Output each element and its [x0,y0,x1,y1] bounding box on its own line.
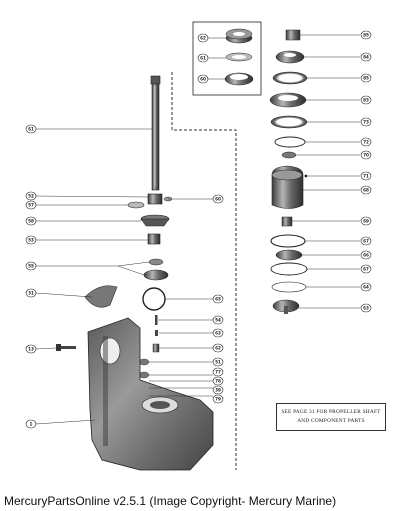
svg-text:83: 83 [363,98,369,103]
studs-and-pins [138,315,160,392]
svg-text:84: 84 [363,55,369,60]
svg-text:78: 78 [215,379,221,384]
svg-text:31: 31 [28,291,34,296]
housing-bolt [56,344,76,351]
callout-r2: 84 [360,52,372,62]
svg-text:1: 1 [30,422,33,427]
svg-text:54: 54 [215,318,221,323]
callouts-center: 60 65 54 63 62 51 77 78 39 79 [212,194,224,404]
callout-i3: 60 [197,74,209,84]
svg-text:62: 62 [200,36,206,41]
pinion-gear-assembly [127,193,173,281]
callout-r8: 71 [360,171,372,181]
svg-text:63: 63 [215,331,221,336]
svg-text:72: 72 [363,140,369,145]
callouts-inset: 62 61 60 [197,33,209,84]
see-page-note: SEE PAGE 31 FOR PROPELLER SHAFT AND COMP… [276,403,386,431]
svg-text:64: 64 [363,285,369,290]
svg-text:51: 51 [215,360,221,365]
svg-text:52: 52 [28,194,34,199]
callout-r9: 68 [360,185,372,195]
leader-lines [35,34,360,425]
callout-l5: 53 [25,235,37,245]
svg-text:62: 62 [215,346,221,351]
callout-l6: 55 [25,261,37,271]
callout-r6: 72 [360,137,372,147]
callout-c8: 78 [212,376,224,386]
callout-c2: 65 [212,294,224,304]
callouts-right: 85 84 85 83 73 72 70 71 68 69 67 66 67 6… [360,30,372,313]
callout-l4: 58 [25,216,37,226]
svg-text:58: 58 [28,219,34,224]
callout-l3: 57 [25,200,37,210]
callout-r5: 73 [360,117,372,127]
callout-l2: 52 [25,191,37,201]
callout-r1: 85 [360,30,372,40]
callout-l8: 13 [25,344,37,354]
callout-l7: 31 [25,288,37,298]
note-line-1: SEE PAGE 31 FOR PROPELLER SHAFT [281,409,381,415]
svg-text:61: 61 [200,56,206,61]
callout-r12: 66 [360,250,372,260]
callouts-left: 61 52 57 58 53 55 31 13 1 [25,124,37,429]
svg-text:13: 13 [28,347,34,352]
callout-r10: 69 [360,216,372,226]
callout-c6: 51 [212,357,224,367]
callout-r4: 83 [360,95,372,105]
svg-text:67: 67 [363,267,369,272]
image-caption: MercuryPartsOnline v2.5.1 (Image Copyrig… [4,494,337,508]
svg-text:68: 68 [363,188,369,193]
callout-r13: 67 [360,264,372,274]
callout-r11: 67 [360,236,372,246]
svg-text:63: 63 [363,306,369,311]
svg-text:85: 85 [363,33,369,38]
svg-text:70: 70 [363,153,369,158]
callout-c7: 77 [212,367,224,377]
svg-text:55: 55 [28,264,34,269]
callout-r15: 63 [360,303,372,313]
svg-text:57: 57 [28,203,34,208]
svg-text:77: 77 [215,370,221,375]
svg-text:66: 66 [363,253,369,258]
svg-text:67: 67 [363,239,369,244]
svg-text:53: 53 [28,238,34,243]
water-scoop [84,285,118,308]
callout-l9: 1 [25,419,37,429]
callout-r14: 64 [360,282,372,292]
svg-text:61: 61 [28,127,34,132]
callout-l1: 61 [25,124,37,134]
svg-text:79: 79 [215,397,221,402]
svg-text:39: 39 [215,388,221,393]
svg-text:71: 71 [363,174,369,179]
svg-text:73: 73 [363,120,369,125]
callout-r7: 70 [360,150,372,160]
callout-r3: 85 [360,73,372,83]
callout-c10: 79 [212,394,224,404]
o-ring [142,287,166,311]
callout-c1: 60 [212,194,224,204]
right-parts-stack [269,29,308,314]
svg-text:69: 69 [363,219,369,224]
svg-text:65: 65 [215,297,221,302]
assembly-dashed-line [171,72,237,470]
svg-text:85: 85 [363,76,369,81]
callout-c5: 62 [212,343,224,353]
gear-housing [87,317,214,471]
callout-i1: 62 [197,33,209,43]
callout-c4: 63 [212,328,224,338]
exploded-parts-diagram: 61 52 57 58 53 55 31 13 1 60 65 54 63 62… [25,21,372,471]
svg-text:60: 60 [215,197,221,202]
svg-text:60: 60 [200,77,206,82]
note-line-2: AND COMPONENT PARTS [297,418,365,424]
callout-i2: 61 [197,53,209,63]
callout-c9: 39 [212,385,224,395]
drive-shaft [150,75,161,191]
callout-c3: 54 [212,315,224,325]
